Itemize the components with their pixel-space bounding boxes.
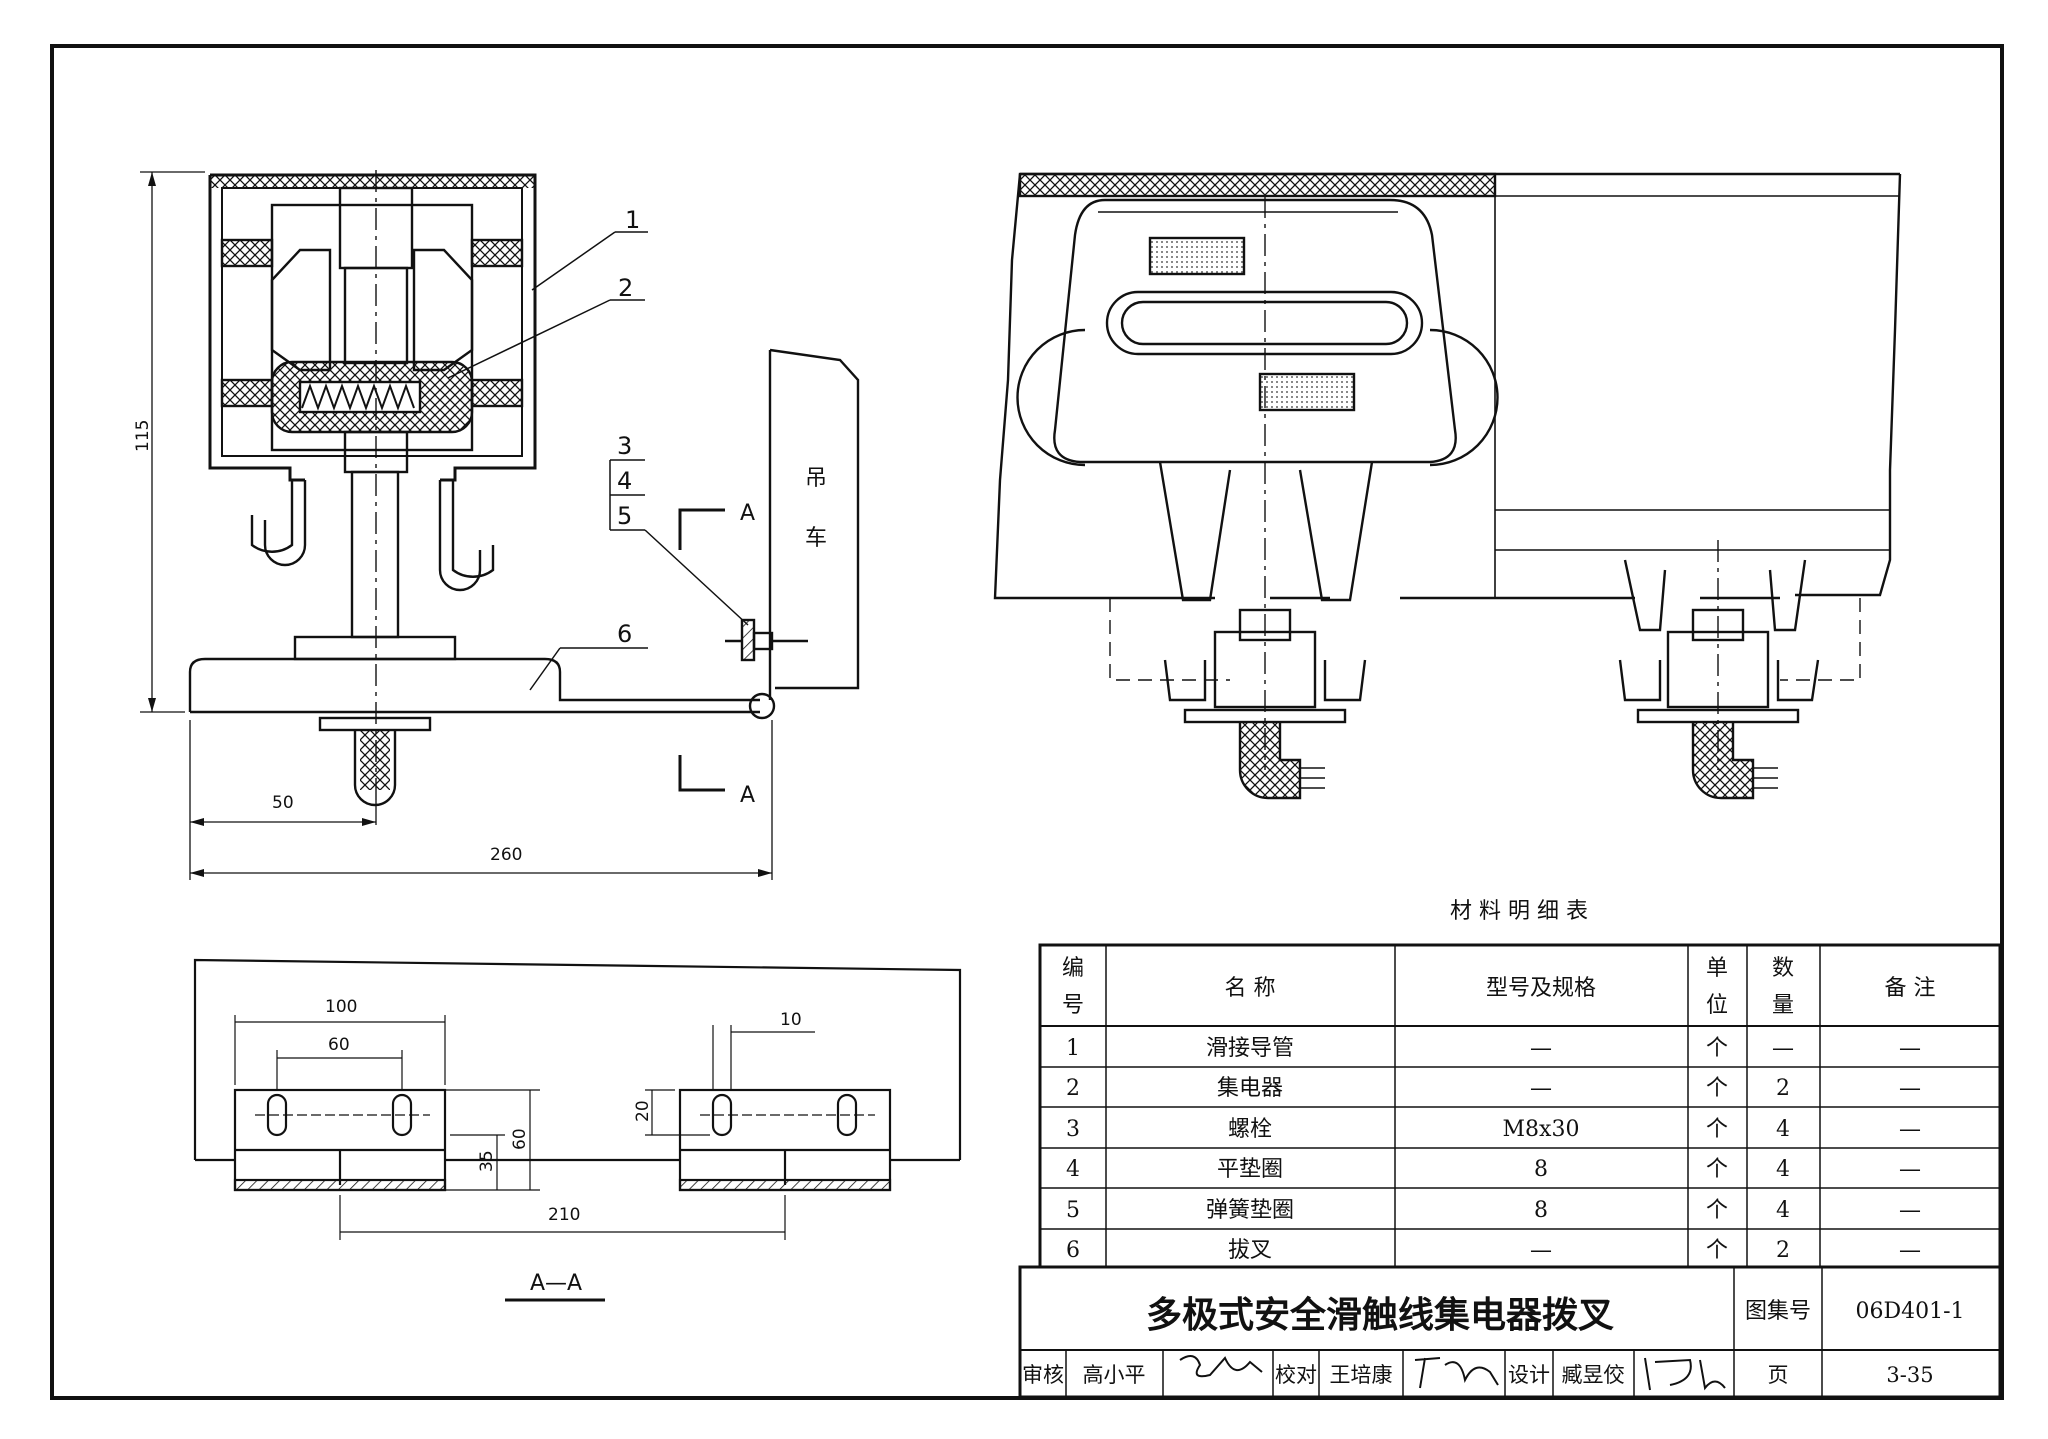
row-qty: 2	[1776, 1076, 1790, 1101]
section-title: A—A	[530, 1271, 582, 1296]
checker-name: 王培康	[1330, 1363, 1393, 1387]
table-caption: 材 料 明 细 表	[1450, 899, 1588, 924]
reviewer-signature	[1179, 1355, 1263, 1378]
table-row: 1 滑接导管 — 个 — —	[1066, 1036, 1921, 1061]
checker-signature	[1414, 1357, 1499, 1389]
header-qty-top: 数	[1772, 956, 1794, 981]
table-row: 2 集电器 — 个 2 —	[1066, 1076, 1921, 1101]
dim-offset-50: 50	[272, 793, 294, 813]
table-row: 5 弹簧垫圈 8 个 4 —	[1066, 1198, 1921, 1223]
row-name: 弹簧垫圈	[1206, 1198, 1294, 1223]
header-remark: 备 注	[1885, 976, 1936, 1001]
row-spec: 8	[1534, 1157, 1548, 1182]
designer-signature	[1644, 1357, 1726, 1391]
dim-35: 35	[477, 1150, 497, 1172]
table-row: 3 螺栓 M8x30 个 4 —	[1066, 1117, 1921, 1142]
material-table-grid	[1018, 943, 2002, 1399]
row-qty: 4	[1776, 1198, 1790, 1223]
row-unit: 个	[1706, 1238, 1728, 1263]
row-name: 集电器	[1217, 1076, 1283, 1101]
row-unit: 个	[1706, 1036, 1728, 1061]
page-number: 3-35	[1886, 1363, 1933, 1387]
row-spec: —	[1530, 1036, 1552, 1061]
row-qty: 4	[1776, 1117, 1790, 1142]
row-name: 拔叉	[1228, 1238, 1272, 1263]
review-label: 审核	[1022, 1363, 1064, 1387]
part-label-6: 6	[617, 620, 632, 648]
row-unit: 个	[1706, 1117, 1728, 1142]
section-aa-view	[193, 958, 962, 1302]
dim-100: 100	[325, 997, 357, 1017]
section-mark-bottom: A	[740, 783, 755, 808]
collector-side-view	[140, 170, 860, 880]
dim-10: 10	[780, 1010, 802, 1030]
check-label: 校对	[1275, 1363, 1317, 1387]
reviewer-name: 高小平	[1083, 1363, 1146, 1387]
dim-20: 20	[633, 1100, 653, 1122]
part-label-5: 5	[617, 502, 632, 530]
section-mark-top: A	[740, 501, 755, 526]
row-qty: 2	[1776, 1238, 1790, 1263]
designer-name: 臧昱佼	[1562, 1363, 1625, 1387]
header-spec: 型号及规格	[1486, 976, 1596, 1001]
row-remark: —	[1899, 1238, 1921, 1263]
dim-height-115: 115	[133, 420, 153, 452]
collector-front-view	[993, 172, 1902, 800]
dim-60-vertical: 60	[510, 1128, 530, 1150]
row-qty: 4	[1776, 1157, 1790, 1182]
page-label: 页	[1768, 1363, 1789, 1387]
dim-width-260: 260	[490, 845, 522, 865]
header-name: 名 称	[1225, 976, 1276, 1001]
crane-label-top: 吊	[805, 466, 827, 491]
row-remark: —	[1899, 1076, 1921, 1101]
row-remark: —	[1899, 1157, 1921, 1182]
atlas-label: 图集号	[1745, 1299, 1811, 1324]
row-no: 5	[1066, 1198, 1080, 1223]
row-name: 滑接导管	[1206, 1036, 1294, 1061]
row-no: 4	[1066, 1157, 1080, 1182]
row-spec: 8	[1534, 1198, 1548, 1223]
part-label-3: 3	[617, 432, 632, 460]
part-label-4: 4	[617, 467, 632, 495]
dim-60: 60	[328, 1035, 350, 1055]
row-remark: —	[1899, 1198, 1921, 1223]
row-remark: —	[1899, 1036, 1921, 1061]
design-label: 设计	[1508, 1363, 1550, 1387]
row-name: 螺栓	[1228, 1117, 1272, 1142]
header-unit-bottom: 位	[1706, 993, 1728, 1018]
row-remark: —	[1899, 1117, 1921, 1142]
part-label-2: 2	[618, 274, 633, 302]
drawing-title: 多极式安全滑触线集电器拨叉	[1146, 1294, 1614, 1336]
dimension-arrows	[148, 172, 772, 877]
row-no: 6	[1066, 1238, 1080, 1263]
header-no-top: 编	[1062, 956, 1084, 981]
row-unit: 个	[1706, 1076, 1728, 1101]
table-row: 6 拔叉 — 个 2 —	[1066, 1238, 1921, 1263]
part-label-1: 1	[625, 206, 640, 234]
row-name: 平垫圈	[1217, 1157, 1283, 1182]
row-unit: 个	[1706, 1157, 1728, 1182]
crane-label-bottom: 车	[805, 526, 827, 551]
header-unit-top: 单	[1706, 956, 1728, 981]
dim-210: 210	[548, 1205, 580, 1225]
row-spec: —	[1530, 1076, 1552, 1101]
row-spec: M8x30	[1503, 1117, 1580, 1142]
atlas-number: 06D401-1	[1855, 1299, 1964, 1324]
row-no: 1	[1066, 1036, 1080, 1061]
header-no-bottom: 号	[1062, 993, 1084, 1018]
table-row: 4 平垫圈 8 个 4 —	[1066, 1157, 1921, 1182]
row-no: 2	[1066, 1076, 1080, 1101]
row-qty: —	[1772, 1036, 1794, 1061]
row-unit: 个	[1706, 1198, 1728, 1223]
row-no: 3	[1066, 1117, 1080, 1142]
row-spec: —	[1530, 1238, 1552, 1263]
header-qty-bottom: 量	[1772, 993, 1794, 1018]
